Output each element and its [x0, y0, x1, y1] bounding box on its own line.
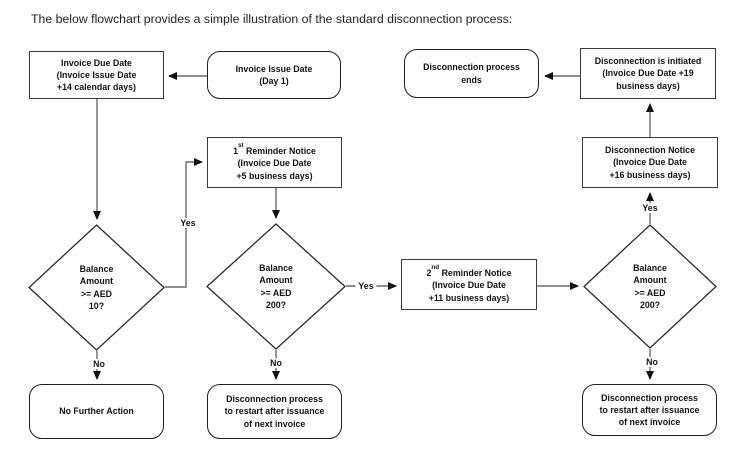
node-line: +16 business days): [609, 169, 691, 180]
node-line: Disconnection process: [423, 62, 520, 73]
node-line: Balance: [79, 264, 114, 275]
node-line: Disconnection is initiated: [594, 56, 702, 67]
node-line: 10?: [88, 300, 105, 311]
node-line: 200?: [639, 299, 661, 310]
ordinal-suffix: nd: [431, 264, 440, 272]
diamond-shape: [583, 224, 717, 349]
node-line: +14 calendar days): [57, 82, 136, 93]
edge-label-yes-balance200-right: Yes: [639, 203, 661, 213]
node-first-reminder-notice: 1st Reminder Notice (Invoice Due Date +5…: [207, 137, 342, 188]
ordinal-suffix: st: [237, 142, 244, 150]
edge-label-no-balance200-mid: No: [267, 358, 285, 368]
node-disconnection-initiated: Disconnection is initiated (Invoice Due …: [580, 48, 716, 99]
node-line: 1st Reminder Notice: [233, 142, 316, 157]
node-line: Disconnection Notice: [605, 145, 695, 156]
decision-balance-aed-10: Balance Amount >= AED 10?: [28, 224, 165, 351]
node-line: of next invoice: [243, 418, 306, 429]
node-line: business days): [616, 80, 680, 91]
node-line: +5 business days): [236, 170, 313, 181]
node-line: 2nd Reminder Notice: [426, 264, 512, 279]
node-line: (Invoice Due Date +19: [602, 68, 694, 79]
node-line: >= AED: [260, 287, 292, 298]
decision-balance-aed-200-right: Balance Amount >= AED 200?: [583, 224, 717, 349]
node-line: No Further Action: [59, 406, 134, 417]
node-line: 200?: [265, 299, 287, 310]
node-line: to restart after issuance: [224, 406, 325, 417]
node-line: (Invoice Issue Date: [56, 69, 137, 80]
node-line-rest: Reminder Notice: [243, 146, 316, 157]
node-line: (Day 1): [259, 76, 289, 86]
node-line-rest: Reminder Notice: [439, 268, 512, 279]
node-restart-process-right: Disconnection process to restart after i…: [582, 384, 717, 436]
page-title: The below flowchart provides a simple il…: [31, 12, 513, 26]
node-line: of next invoice: [618, 417, 681, 428]
node-line: (Invoice Due Date: [237, 158, 312, 169]
node-line: Invoice Due Date: [61, 57, 132, 68]
node-invoice-issue-date: Invoice Issue Date (Day 1): [207, 51, 341, 99]
ordinal-number: 2: [426, 268, 432, 279]
node-invoice-due-date: Invoice Due Date (Invoice Issue Date +14…: [29, 51, 164, 99]
diamond-shape: [206, 223, 346, 350]
node-line: Amount: [633, 275, 667, 286]
node-line: Amount: [79, 276, 114, 287]
node-line: ends: [461, 74, 482, 85]
edge-label-no-balance200-right: No: [643, 357, 661, 367]
node-line: Amount: [259, 275, 293, 286]
node-restart-process-mid: Disconnection process to restart after i…: [207, 384, 342, 439]
node-no-further-action: No Further Action: [29, 384, 164, 439]
decision-balance-aed-200-mid: Balance Amount >= AED 200?: [206, 223, 346, 350]
node-disconnection-notice: Disconnection Notice (Invoice Due Date +…: [582, 137, 718, 188]
node-line: Invoice Issue Date: [235, 63, 313, 74]
edge-label-no-balance10: No: [90, 359, 108, 369]
node-disconnection-ends: Disconnection process ends: [404, 49, 539, 98]
node-line: +11 business days): [428, 292, 510, 303]
node-line: >= AED: [634, 287, 666, 298]
node-line: Disconnection process: [226, 394, 323, 405]
node-line: Balance: [633, 263, 667, 274]
node-line: >= AED: [81, 288, 112, 299]
ordinal-number: 1: [233, 146, 238, 157]
node-line: Balance: [259, 263, 293, 274]
diamond-shape: [28, 224, 165, 351]
node-line: (Invoice Due Date: [432, 280, 506, 291]
edge-label-yes-balance200-mid: Yes: [355, 281, 377, 291]
node-line: to restart after issuance: [599, 404, 700, 415]
node-line: Disconnection process: [601, 392, 698, 403]
node-line: (Invoice Due Date: [613, 157, 687, 168]
edge-label-yes-balance10: Yes: [177, 218, 199, 228]
node-second-reminder-notice: 2nd Reminder Notice (Invoice Due Date +1…: [401, 259, 537, 310]
